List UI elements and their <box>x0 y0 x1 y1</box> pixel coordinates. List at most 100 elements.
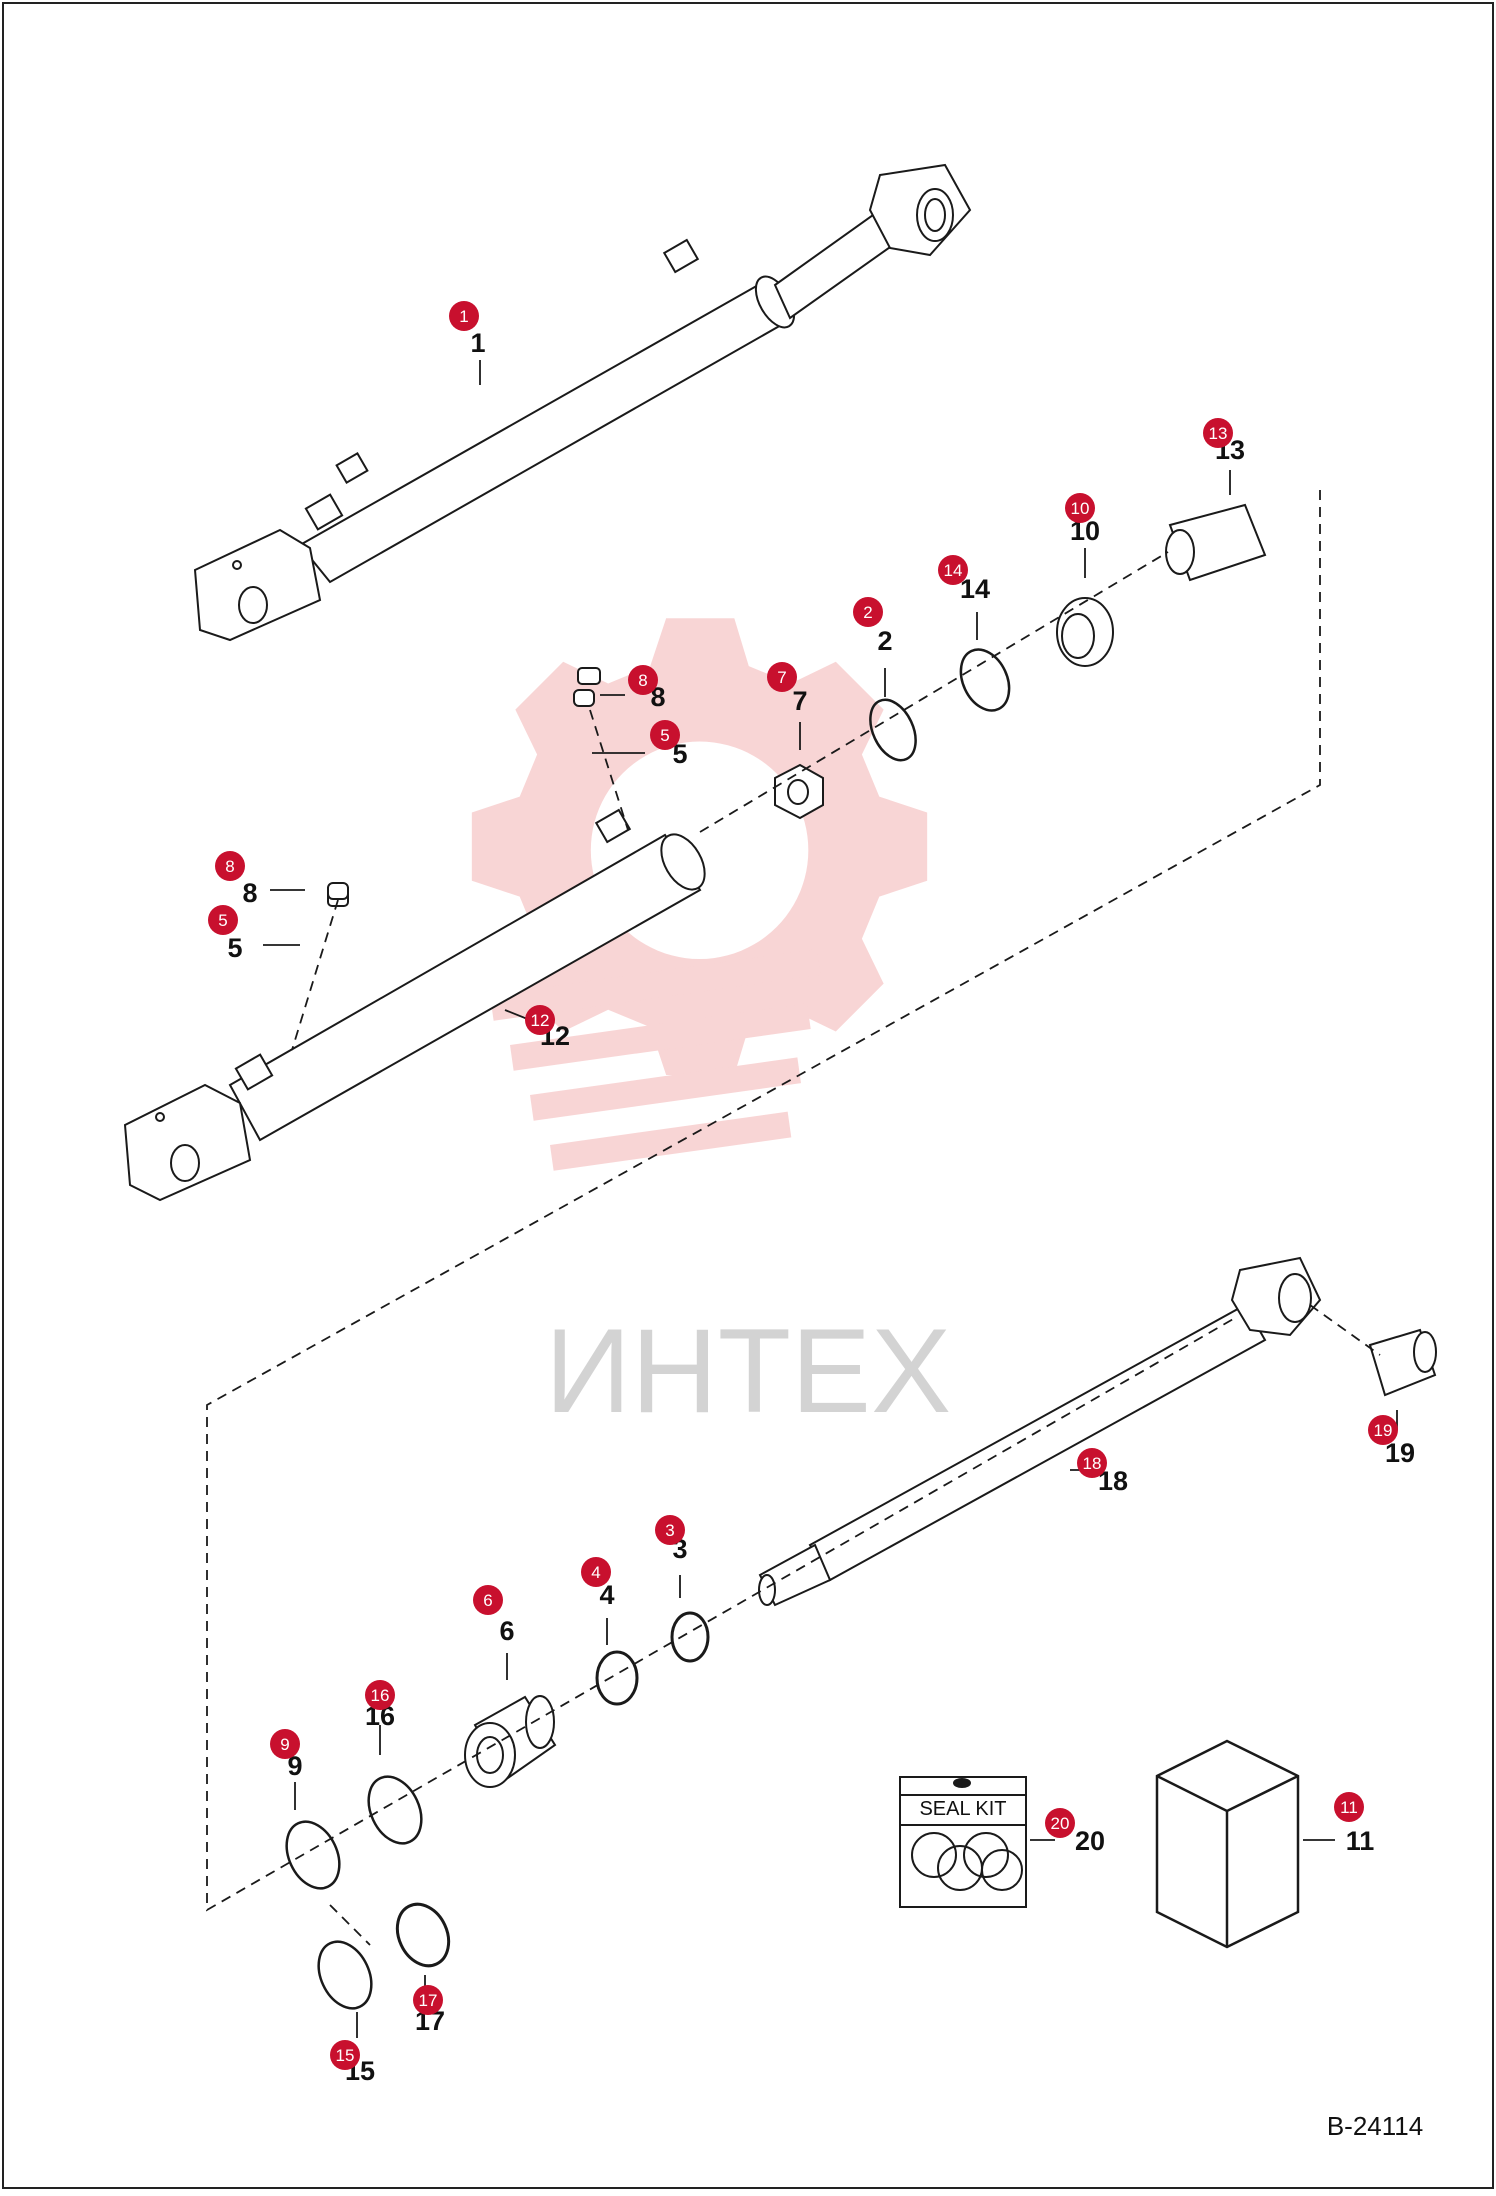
callout-badge <box>215 851 245 881</box>
seal-3[interactable] <box>670 1611 710 1663</box>
bushing-19[interactable] <box>1368 1328 1437 1397</box>
callout-3[interactable]: 3 3 <box>655 1515 688 1564</box>
callout-badge-number: 5 <box>660 726 669 745</box>
callout-12[interactable]: 12 12 <box>525 1005 570 1051</box>
callout-8-upper[interactable]: 8 8 <box>628 665 666 712</box>
seal-kit-label: SEAL KIT <box>919 1798 1006 1820</box>
fitting-8a[interactable] <box>573 689 595 707</box>
callout-14[interactable]: 14 14 <box>938 555 990 604</box>
callout-badge <box>365 1680 395 1710</box>
cylinder-assembly[interactable] <box>193 163 972 642</box>
component-box-11[interactable] <box>1155 1739 1300 1949</box>
callout-badge-number: 3 <box>665 1521 674 1540</box>
callout-badge <box>1203 418 1233 448</box>
callout-number: 5 <box>227 933 242 963</box>
callout-badge <box>330 2040 360 2070</box>
callout-number: 7 <box>792 686 807 716</box>
ring-15[interactable] <box>308 1933 381 2017</box>
callout-badge <box>208 905 238 935</box>
ring-17[interactable] <box>388 1896 459 1974</box>
callout-18[interactable]: 18 18 <box>1077 1448 1128 1496</box>
callout-badge <box>853 597 883 627</box>
callout-number: 5 <box>672 739 687 769</box>
callout-11[interactable]: 11 11 <box>1334 1792 1374 1856</box>
callout-9[interactable]: 9 9 <box>270 1729 303 1781</box>
callout-5-upper[interactable]: 5 5 <box>650 720 688 769</box>
callout-badge-number: 1 <box>459 307 468 326</box>
ring-16[interactable] <box>358 1768 431 1852</box>
callout-badge-number: 13 <box>1209 424 1228 443</box>
callout-badge <box>650 720 680 750</box>
callout-badge <box>449 301 479 331</box>
callout-number: 8 <box>242 878 257 908</box>
callout-badge-number: 16 <box>371 1686 390 1705</box>
nut-7[interactable] <box>774 763 824 820</box>
callout-badge-number: 20 <box>1051 1814 1070 1833</box>
callout-number: 2 <box>877 626 892 656</box>
seal-4[interactable] <box>595 1650 639 1706</box>
callout-badge-number: 18 <box>1083 1454 1102 1473</box>
callout-badge <box>628 665 658 695</box>
callout-10[interactable]: 10 10 <box>1065 493 1100 546</box>
callout-20[interactable]: 20 20 <box>1045 1808 1105 1856</box>
callout-2[interactable]: 2 2 <box>853 597 893 656</box>
seal-kit-card[interactable]: SEAL KIT <box>899 1776 1027 1908</box>
callout-16[interactable]: 16 16 <box>365 1680 395 1731</box>
callout-8-lower[interactable]: 8 8 <box>215 851 258 908</box>
callout-number: 4 <box>599 1580 614 1610</box>
callout-badge-number: 4 <box>591 1563 600 1582</box>
callout-badge-number: 19 <box>1374 1421 1393 1440</box>
callout-badge <box>525 1005 555 1035</box>
watermark-brand: ИНТЕХ <box>545 1304 951 1438</box>
callout-number: 1 <box>470 328 485 358</box>
assembly-guide-lines <box>206 490 1381 1946</box>
callout-number: 6 <box>499 1616 514 1646</box>
callout-badge <box>1077 1448 1107 1478</box>
callout-badge <box>938 555 968 585</box>
bushing-13[interactable] <box>1165 503 1267 582</box>
callout-7[interactable]: 7 7 <box>767 662 808 716</box>
wiper-10[interactable] <box>1056 597 1114 667</box>
callout-6[interactable]: 6 6 <box>473 1585 515 1646</box>
ring-2[interactable] <box>861 693 924 768</box>
callout-badge-number: 6 <box>483 1591 492 1610</box>
callout-badge-number: 11 <box>1340 1798 1358 1817</box>
callout-badge-number: 17 <box>419 1991 438 2010</box>
fitting-8b[interactable] <box>327 882 349 900</box>
callout-1[interactable]: 1 1 <box>449 301 486 358</box>
callout-badge <box>1045 1808 1075 1838</box>
cylinder-barrel[interactable] <box>123 667 714 1202</box>
callout-number: 20 <box>1075 1826 1105 1856</box>
callout-badge <box>1065 493 1095 523</box>
callout-badge <box>1334 1792 1364 1822</box>
callout-badge-number: 9 <box>280 1735 289 1754</box>
callout-badge <box>270 1729 300 1759</box>
callout-badge-number: 15 <box>336 2046 355 2065</box>
callout-number: 11 <box>1346 1826 1375 1856</box>
callout-13[interactable]: 13 13 <box>1203 418 1245 465</box>
watermark: ИНТЕХ <box>471 618 951 1438</box>
callout-19[interactable]: 19 19 <box>1368 1415 1415 1468</box>
callout-badge <box>413 1985 443 2015</box>
callout-badge-number: 5 <box>218 911 227 930</box>
callout-15[interactable]: 15 15 <box>330 2040 375 2086</box>
callout-4[interactable]: 4 4 <box>581 1557 615 1610</box>
callout-badge-number: 8 <box>638 671 647 690</box>
callout-5-lower[interactable]: 5 5 <box>208 905 243 963</box>
ring-9[interactable] <box>276 1813 349 1897</box>
callout-badge-number: 2 <box>863 603 872 622</box>
callout-badge <box>655 1515 685 1545</box>
piston-rod[interactable] <box>758 1256 1322 1607</box>
callout-badge-number: 8 <box>225 857 234 876</box>
callout-17[interactable]: 17 17 <box>413 1985 445 2036</box>
callout-badge <box>581 1557 611 1587</box>
callout-badge-number: 10 <box>1071 499 1090 518</box>
callout-number: 9 <box>287 1751 302 1781</box>
callout-badge <box>1368 1415 1398 1445</box>
callout-badge-number: 12 <box>531 1011 550 1030</box>
callout-badge <box>767 662 797 692</box>
drawing-number: B-24114 <box>1327 2111 1423 2141</box>
oring-14[interactable] <box>952 642 1019 719</box>
